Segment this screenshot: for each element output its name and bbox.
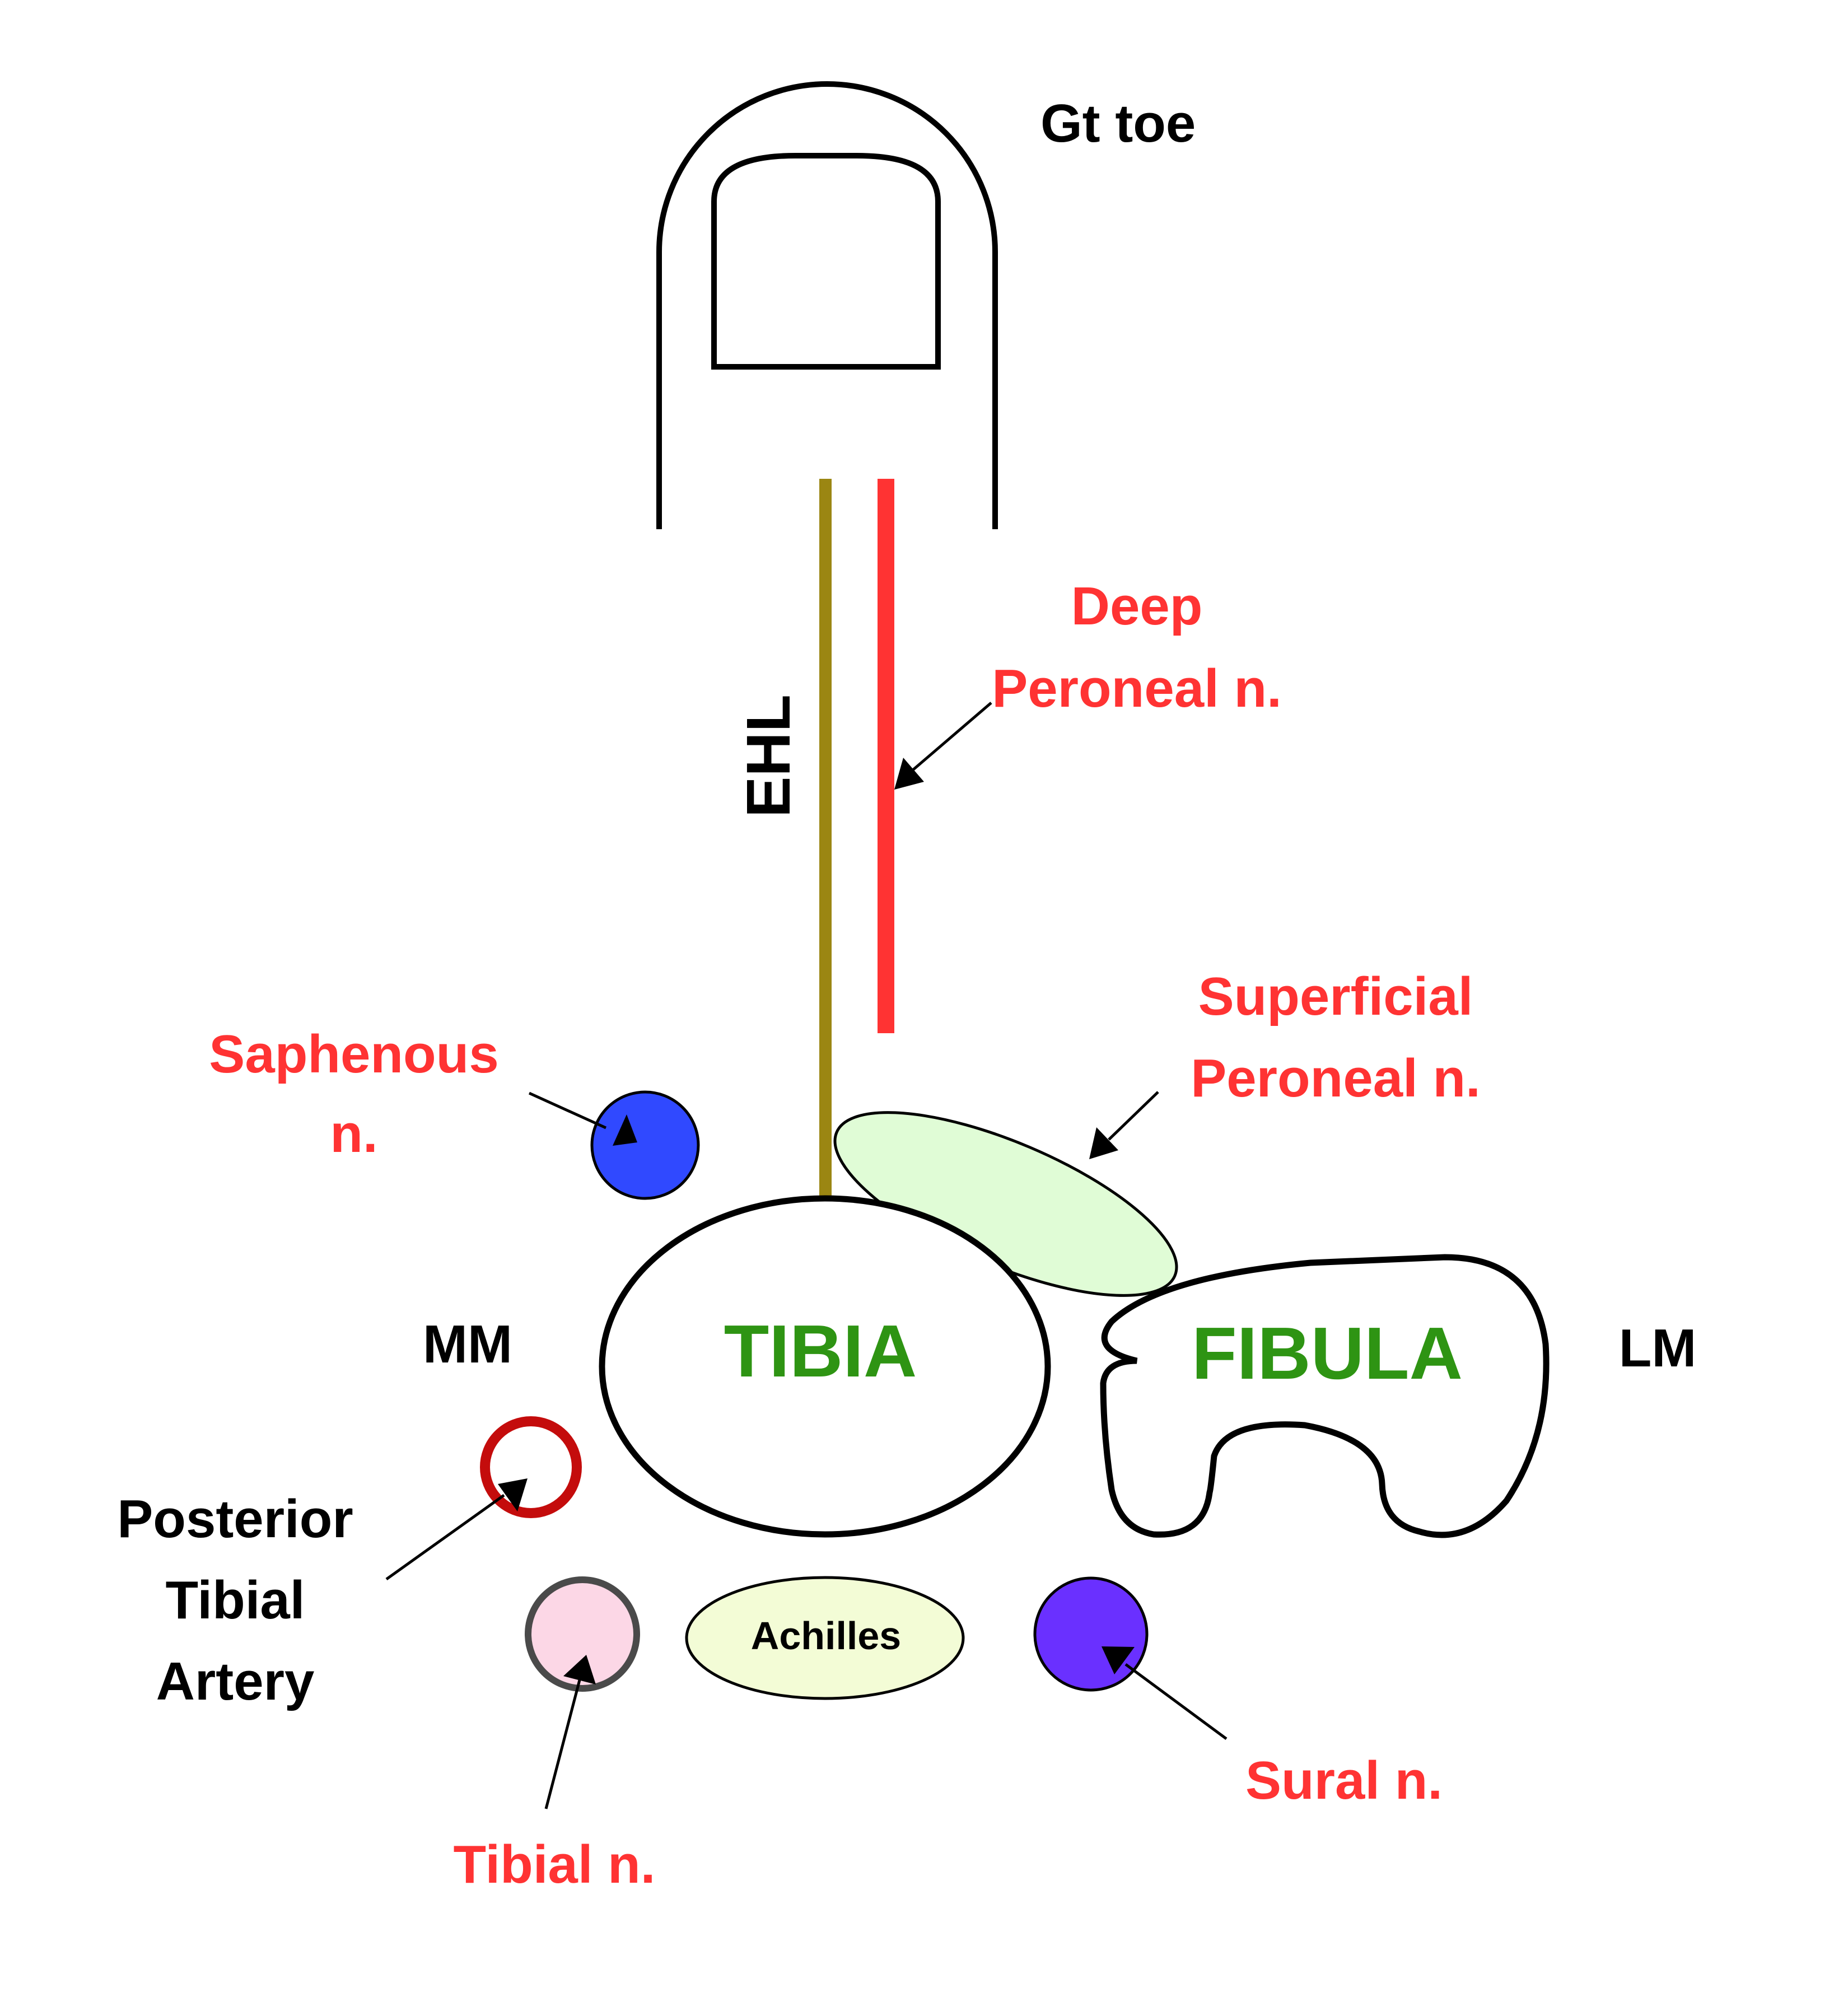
arrow-posterior-tibial bbox=[385, 1478, 528, 1581]
arrow-saphenous bbox=[528, 1091, 637, 1146]
toenail-outline bbox=[711, 153, 941, 370]
saphenous-nerve bbox=[590, 1090, 700, 1200]
label-superficial-peroneal-line1: Superficial bbox=[1198, 967, 1473, 1026]
tibia-bone bbox=[599, 1195, 1051, 1538]
label-posterior-tibial-line1: Posterior bbox=[117, 1489, 353, 1549]
arrow-tibial-nerve bbox=[544, 1655, 596, 1809]
arrow-sural bbox=[1102, 1646, 1228, 1740]
label-deep-peroneal-line2: Peroneal n. bbox=[992, 659, 1282, 718]
label-fibula: FIBULA bbox=[1192, 1312, 1463, 1394]
label-sural: Sural n. bbox=[1245, 1751, 1443, 1810]
label-ehl: EHL bbox=[734, 694, 803, 818]
tibial-nerve bbox=[525, 1576, 640, 1692]
label-achilles: Achilles bbox=[751, 1614, 901, 1658]
sural-nerve bbox=[1033, 1576, 1149, 1692]
arrow-deep-peroneal bbox=[894, 702, 992, 790]
label-posterior-tibial-line3: Artery bbox=[156, 1651, 315, 1711]
label-mm: MM bbox=[423, 1314, 512, 1374]
label-saphenous-line2: n. bbox=[330, 1104, 377, 1164]
label-superficial-peroneal-line2: Peroneal n. bbox=[1191, 1048, 1481, 1108]
achilles-tendon bbox=[685, 1576, 965, 1700]
great-toe-outline bbox=[656, 81, 998, 529]
label-tibial-nerve: Tibial n. bbox=[454, 1835, 656, 1894]
label-tibia: TIBIA bbox=[724, 1310, 917, 1392]
arrow-superficial-peroneal bbox=[1089, 1091, 1159, 1159]
fibula-bone bbox=[1100, 1254, 1550, 1538]
label-lm: LM bbox=[1619, 1318, 1697, 1378]
label-posterior-tibial-line2: Tibial bbox=[166, 1570, 305, 1630]
label-deep-peroneal-line1: Deep bbox=[1071, 576, 1203, 636]
label-saphenous-line1: Saphenous bbox=[209, 1024, 498, 1084]
label-gt-toe: Gt toe bbox=[1040, 94, 1196, 153]
